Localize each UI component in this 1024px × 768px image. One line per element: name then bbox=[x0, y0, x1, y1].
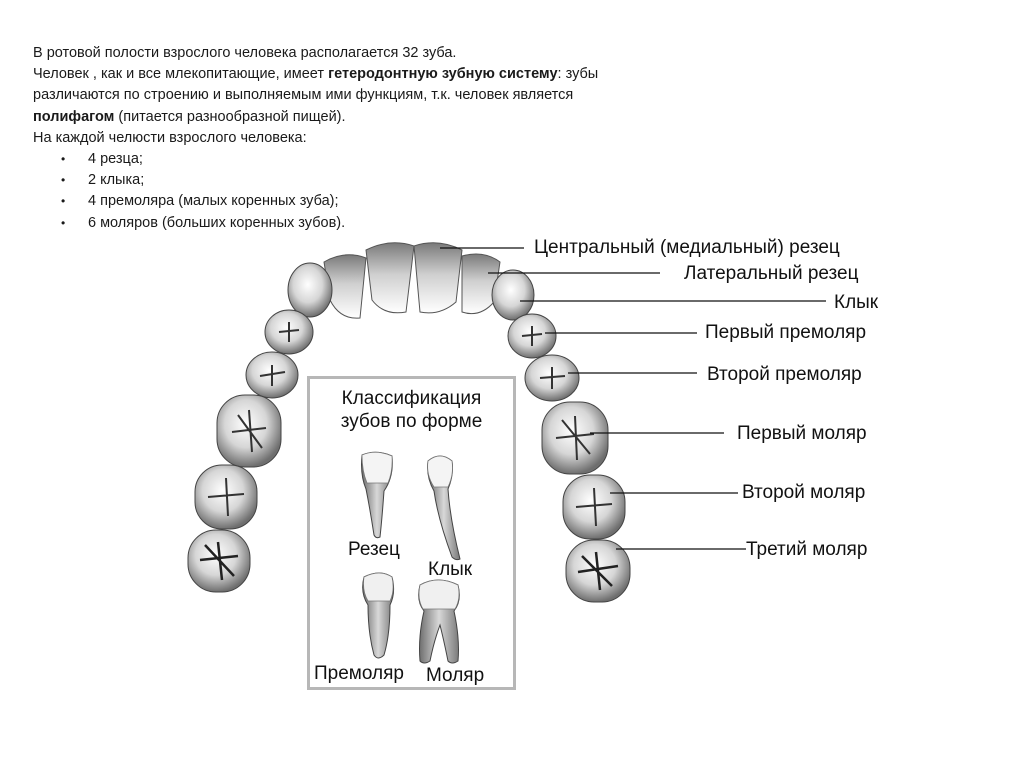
tooth-right-canine bbox=[492, 270, 534, 320]
label-first-molar: Первый моляр bbox=[737, 423, 867, 445]
classification-box: Классификация зубов по форме Резец Клык … bbox=[307, 376, 516, 690]
tooth-left-canine bbox=[288, 263, 332, 317]
label-canine: Клык bbox=[834, 292, 878, 314]
premolar-crown bbox=[364, 573, 394, 601]
label-lateral-incisor: Латеральный резец bbox=[684, 263, 859, 285]
incisor-teeth bbox=[324, 243, 500, 318]
caption-premolar: Премоляр bbox=[314, 663, 404, 685]
label-first-premolar: Первый премоляр bbox=[705, 322, 866, 344]
label-third-molar: Третий моляр bbox=[746, 539, 867, 561]
caption-molar: Моляр bbox=[426, 665, 484, 687]
molar-crown bbox=[419, 580, 459, 609]
tooth-left-central-incisor bbox=[366, 243, 414, 313]
label-central-incisor: Центральный (медиальный) резец bbox=[534, 237, 840, 259]
tooth-right-central-incisor bbox=[414, 243, 462, 313]
label-second-molar: Второй моляр bbox=[742, 482, 865, 504]
incisor-crown bbox=[362, 452, 392, 483]
caption-canine: Клык bbox=[428, 559, 472, 581]
caption-incisor: Резец bbox=[348, 539, 400, 561]
canine-crown bbox=[428, 456, 453, 487]
tooth-shapes-illustration bbox=[310, 379, 513, 687]
label-second-premolar: Второй премоляр bbox=[707, 364, 862, 386]
